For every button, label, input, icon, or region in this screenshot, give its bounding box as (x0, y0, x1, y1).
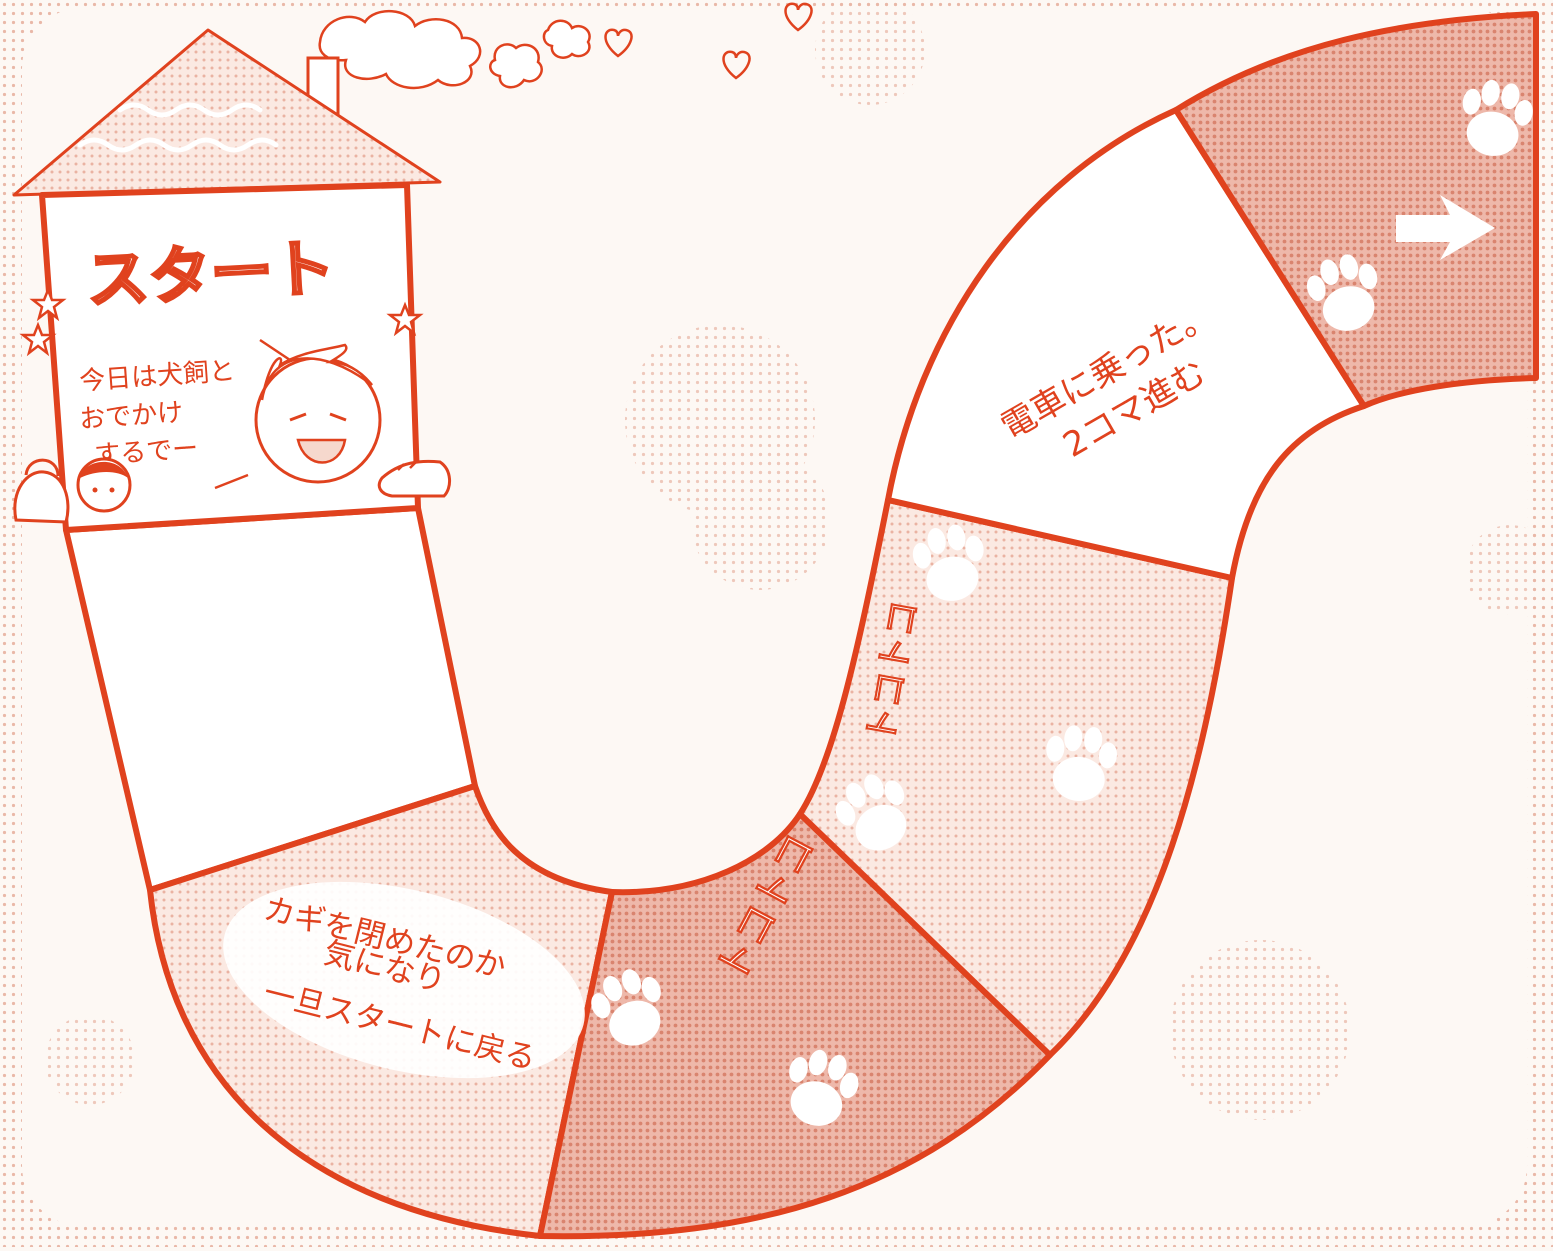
start-title: スタート (85, 231, 336, 317)
arrow-right-icon (1396, 195, 1495, 260)
cloud-icon (318, 9, 482, 90)
roof-wave-pattern (77, 102, 279, 153)
board-square-exit (1173, 11, 1539, 409)
cloud-icon (542, 19, 591, 59)
board-square-train (885, 107, 1367, 581)
board-square-pawprints-rising (797, 497, 1235, 1058)
character-face-icon (254, 343, 382, 484)
bag-icon (13, 458, 70, 524)
background-dot-clusters (45, 0, 1553, 1120)
start-house: スタート 今日は犬飼と おでかけ するでー (12, 28, 451, 533)
small-face-icon (76, 457, 132, 513)
cloud-icon (489, 43, 543, 89)
back-to-start-text-bubble: カギを閉めたのか 気になり 一旦スタートに戻る (223, 881, 585, 1079)
start-speech-line-2: おでかけ (78, 398, 184, 435)
smoke-clouds (318, 2, 813, 90)
shoes-icon (377, 459, 451, 498)
board-square-pawprints-bottom (537, 811, 1053, 1240)
